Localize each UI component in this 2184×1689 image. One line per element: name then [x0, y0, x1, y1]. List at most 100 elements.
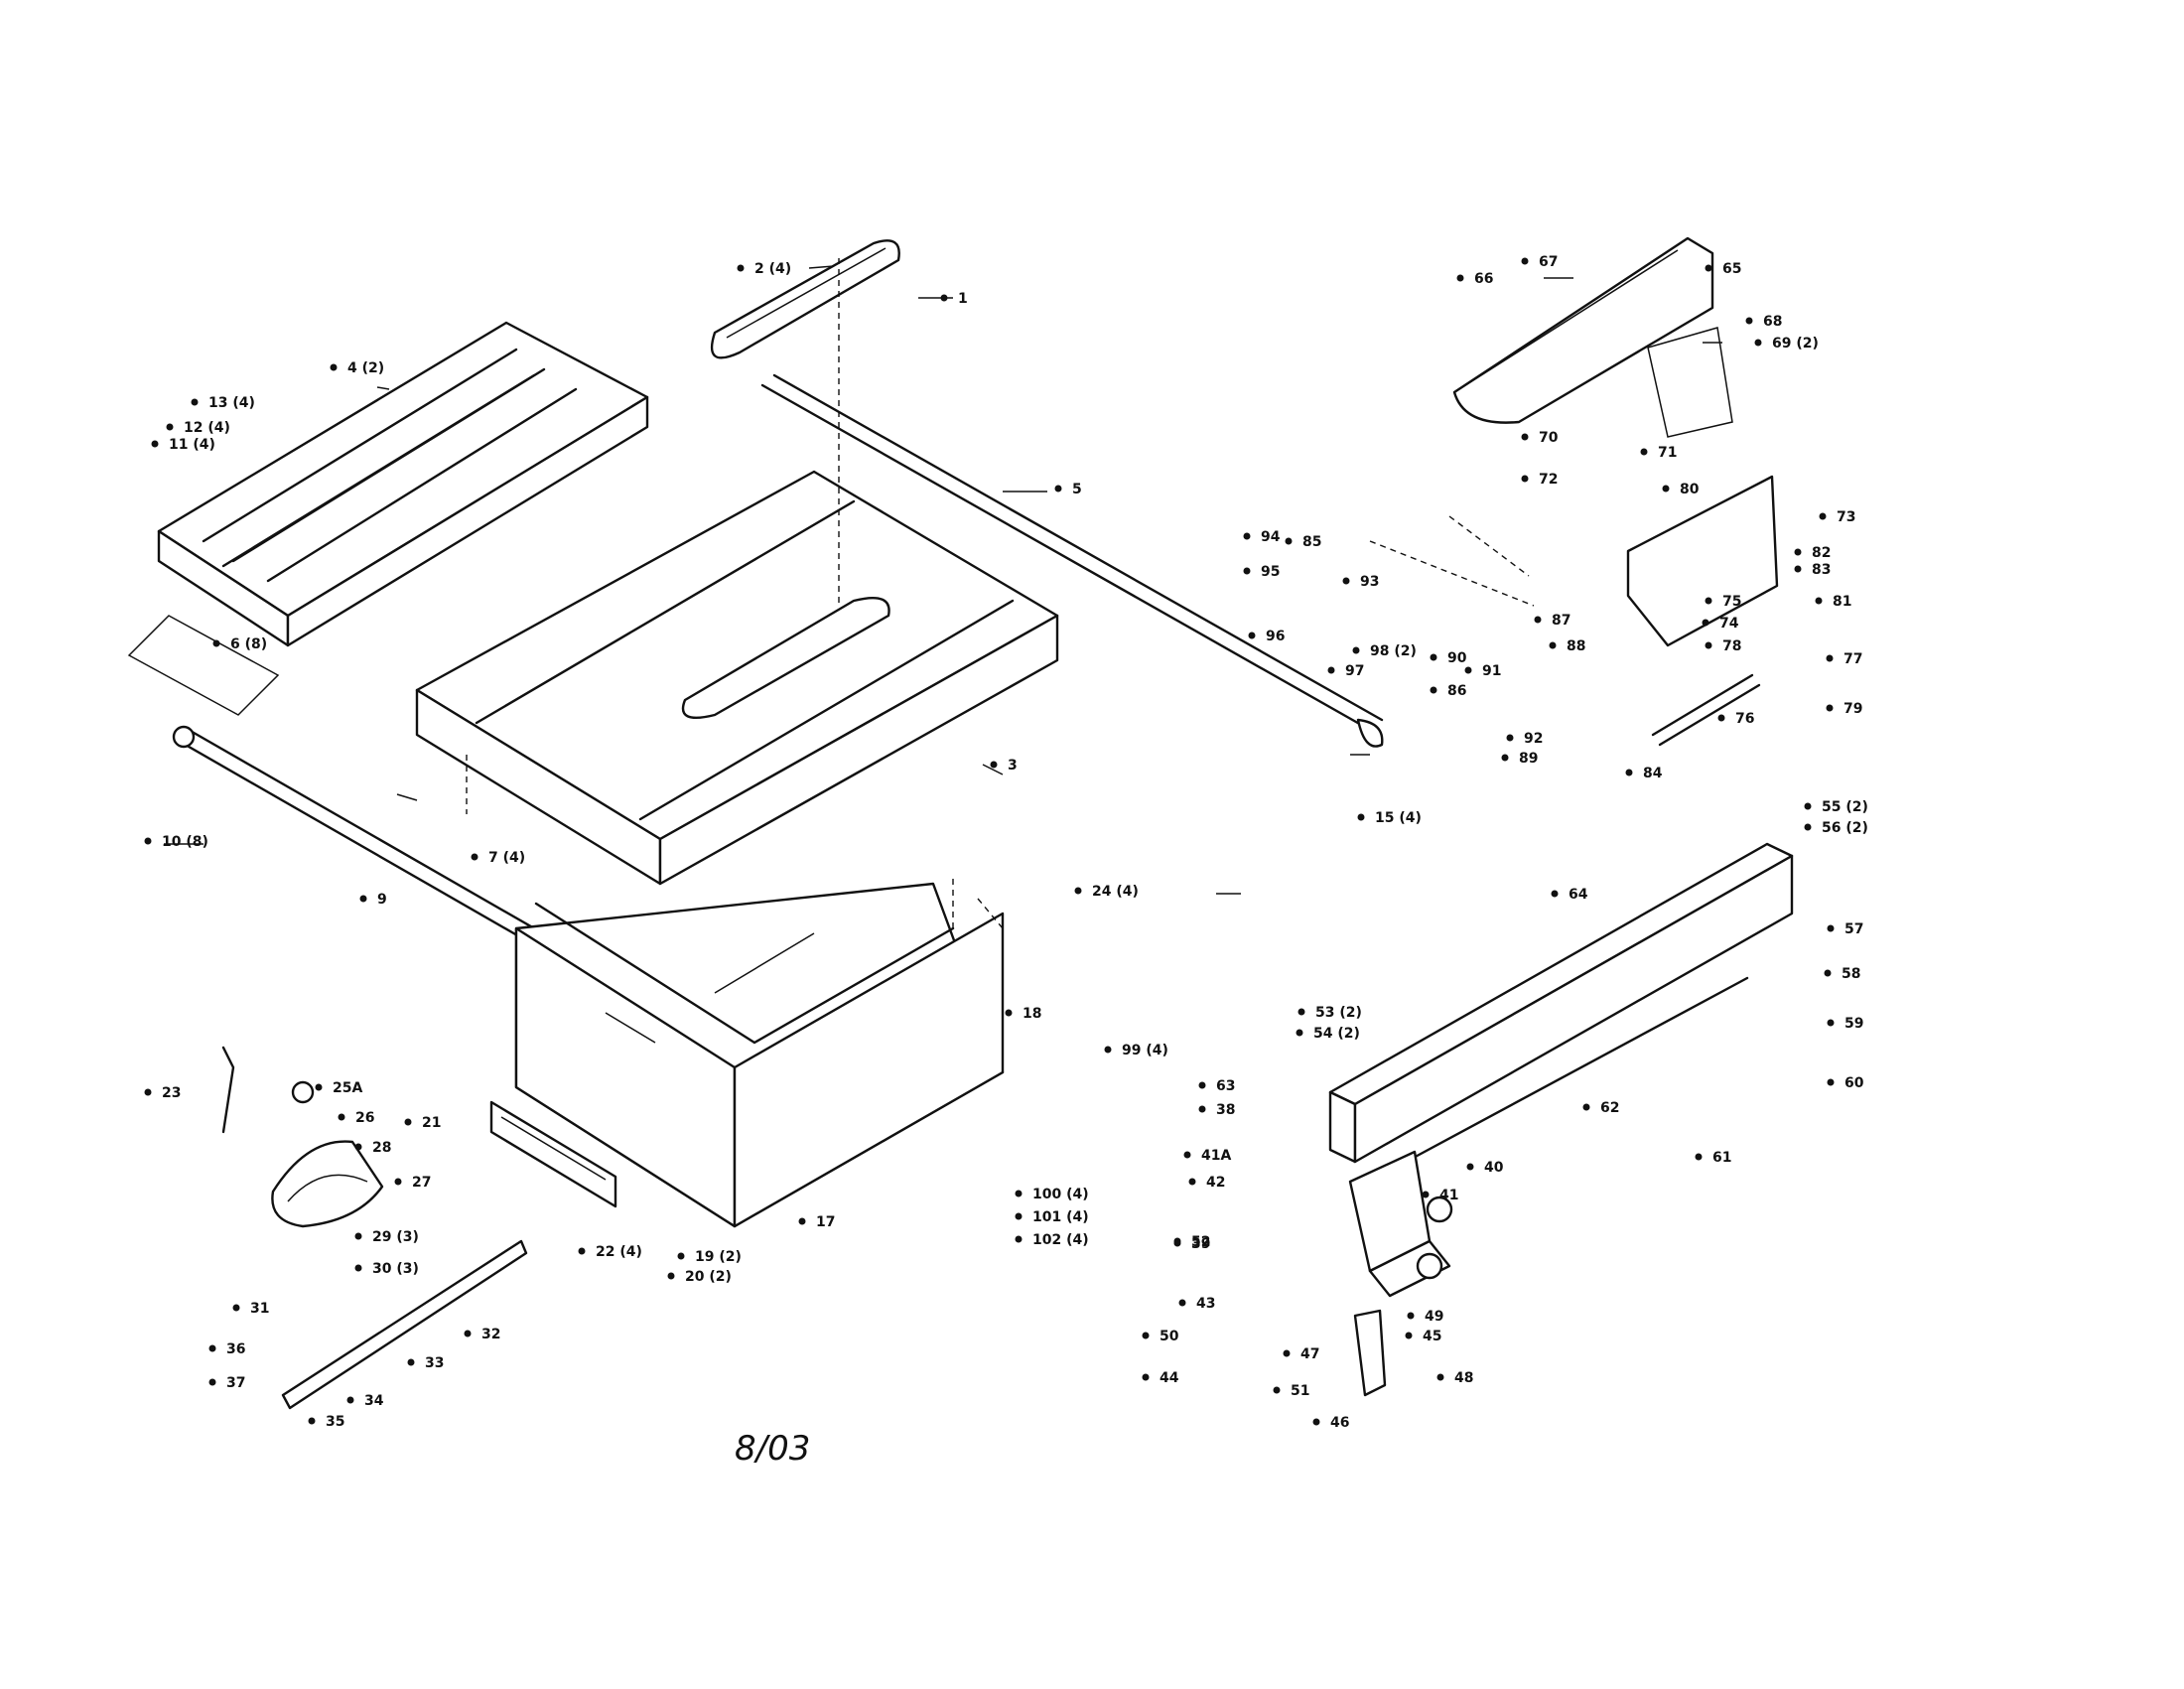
- callout-dot: [1015, 1235, 1023, 1243]
- callout-dot: [677, 1252, 685, 1260]
- callout-dot: [359, 895, 367, 903]
- callout-dot: [191, 398, 199, 406]
- callout-dot: [330, 363, 338, 371]
- extension-wing: [157, 321, 649, 647]
- callout-dot: [1506, 734, 1514, 742]
- callout-dot: [1824, 969, 1832, 977]
- callout-dot: [1005, 1009, 1013, 1017]
- callout-dot: [394, 1178, 402, 1186]
- callout-dot: [1327, 666, 1335, 674]
- callout-label: 96: [1266, 629, 1285, 644]
- callout-label: 87: [1552, 613, 1570, 629]
- callout-dot: [1142, 1332, 1150, 1339]
- callout-label: 94: [1261, 529, 1281, 545]
- callout-label: 57: [1844, 921, 1863, 937]
- callout-label: 90: [1447, 650, 1467, 666]
- callout-label: 22 (4): [596, 1244, 642, 1260]
- callout-label: 99 (4): [1122, 1043, 1168, 1058]
- callout-label: 93: [1360, 574, 1379, 590]
- callout-label: 19 (2): [695, 1249, 742, 1265]
- callout-label: 50: [1160, 1329, 1179, 1344]
- callout-label: 26: [355, 1110, 374, 1126]
- callout-label: 65: [1722, 261, 1741, 277]
- callout-dot: [1705, 597, 1712, 605]
- callout-dot: [1551, 890, 1559, 898]
- callout-label: 58: [1842, 966, 1860, 982]
- callout-label: 78: [1722, 638, 1741, 654]
- callout-dot: [1074, 887, 1082, 895]
- callout-dot: [208, 1344, 216, 1352]
- callout-label: 10 (8): [162, 834, 208, 850]
- callout-dot: [354, 1232, 362, 1240]
- date-note: 8/03: [735, 1429, 810, 1469]
- callout-dot: [464, 1330, 472, 1337]
- callout-dot: [1198, 1105, 1206, 1113]
- callout-dot: [1534, 616, 1542, 624]
- callout-dot: [1015, 1190, 1023, 1197]
- callout-dot: [1357, 813, 1365, 821]
- callout-dot: [1794, 565, 1802, 573]
- callout-label: 35: [326, 1414, 344, 1430]
- callout-dot: [1826, 704, 1834, 712]
- callout-dot: [1662, 485, 1670, 493]
- callout-label: 42: [1206, 1175, 1225, 1191]
- callout-label: 95: [1261, 564, 1280, 580]
- callout-dot: [338, 1113, 345, 1121]
- callout-dot: [1273, 1386, 1281, 1394]
- callout-label: 29 (3): [372, 1229, 419, 1245]
- callout-label: 45: [1423, 1329, 1441, 1344]
- callout-label: 23: [162, 1085, 181, 1101]
- callout-label: 64: [1569, 887, 1588, 903]
- leader-lines: [164, 265, 1722, 895]
- callout-label: 11 (4): [169, 437, 215, 453]
- callout-dot: [1804, 823, 1812, 831]
- callout-dot: [1407, 1312, 1415, 1320]
- callout-dot: [1243, 567, 1251, 575]
- callout-label: 77: [1843, 651, 1862, 667]
- callout-dot: [990, 761, 998, 769]
- callout-dot: [1178, 1299, 1186, 1307]
- callout-dot: [471, 853, 478, 861]
- callout-dot: [151, 440, 159, 448]
- callout-label: 81: [1833, 594, 1851, 610]
- callout-label: 92: [1524, 731, 1543, 747]
- callout-dot: [1819, 512, 1827, 520]
- anti-kickback-rod: [1651, 673, 1761, 747]
- callout-dot: [1466, 1163, 1474, 1171]
- callout-dot: [212, 639, 220, 647]
- callout-label: 55 (2): [1822, 799, 1868, 815]
- callout-dot: [1705, 641, 1712, 649]
- callout-dot: [1352, 646, 1360, 654]
- table-top: [415, 470, 1059, 886]
- callout-label: 18: [1023, 1006, 1041, 1022]
- callout-dot: [1804, 802, 1812, 810]
- callout-label: 73: [1837, 509, 1855, 525]
- callout-label: 46: [1330, 1415, 1349, 1431]
- callout-dot: [407, 1358, 415, 1366]
- callout-label: 61: [1712, 1150, 1731, 1166]
- callout-dot: [1283, 1349, 1291, 1357]
- callout-label: 28: [372, 1140, 391, 1156]
- callout-label: 56 (2): [1822, 820, 1868, 836]
- callout-dot: [1173, 1237, 1181, 1245]
- callout-dot: [144, 1088, 152, 1096]
- callout-label: 75: [1722, 594, 1741, 610]
- callout-dot: [1501, 754, 1509, 762]
- callout-dot: [737, 264, 745, 272]
- callout-dot: [1717, 714, 1725, 722]
- callout-dot: [1695, 1153, 1703, 1161]
- callout-labels: 12 (4)34 (2)56 (8)7 (4)910 (8)11 (4)12 (…: [144, 254, 1868, 1431]
- callout-label: 91: [1482, 663, 1501, 679]
- callout-dot: [1296, 1029, 1303, 1037]
- callout-dot: [1104, 1046, 1112, 1054]
- assembly-guides: [127, 258, 1733, 933]
- callout-dot: [1521, 433, 1529, 441]
- callout-label: 86: [1447, 683, 1466, 699]
- callout-label: 84: [1643, 766, 1663, 781]
- callout-label: 53 (2): [1315, 1005, 1362, 1021]
- callout-label: 71: [1658, 445, 1677, 461]
- miter-gauge: [221, 1046, 384, 1228]
- callout-label: 20 (2): [685, 1269, 732, 1285]
- callout-label: 98 (2): [1370, 643, 1417, 659]
